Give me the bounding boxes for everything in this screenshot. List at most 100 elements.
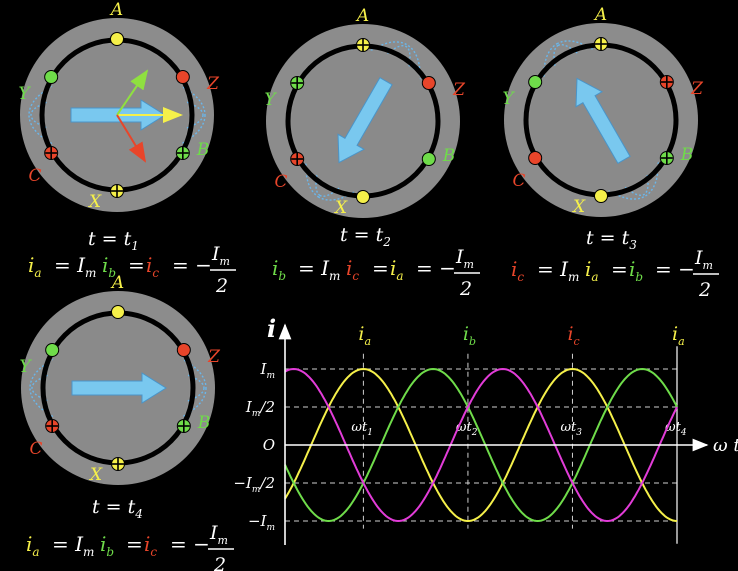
winding-label-c: C [512,171,525,191]
time-label-t1: t = t1 [88,228,139,253]
time-label-t2: t = t2 [340,224,391,249]
y-tick-label: Im [260,360,275,381]
winding-label-b: B [196,140,210,160]
conductor-a-out-icon [111,305,125,319]
winding-label-c: C [274,172,287,192]
eq-im: = Im [537,257,579,284]
flux-arrow-icon [575,77,631,165]
eq-first-term: ia [26,532,40,559]
series-line-2 [284,367,678,523]
winding-label-b: B [197,413,211,433]
y-tick-label: −Im/2 [233,474,275,495]
eq-im: = Im [54,253,96,280]
peak-label: ib [463,323,476,348]
conductor-z-out-icon [175,70,190,84]
svg-text:t = t2: t = t2 [340,224,391,249]
winding-label-a: A [109,0,123,20]
series-line-1 [284,367,678,523]
conductor-x-out-icon [356,190,370,204]
fraction-denominator: 2 [215,275,228,297]
winding-label-a: A [593,5,607,25]
eq-tail: = − [172,253,212,277]
conductor-z-out-icon [176,343,191,357]
instant-label: ωt4 [665,420,687,438]
eq-third-term: ia [390,256,404,283]
conductor-b-in-icon [659,151,674,165]
fraction-numerator: Im [209,522,228,547]
eq-im: = Im [52,532,94,559]
eq-first-term: ia [28,253,42,280]
time-label-t4: t = t4 [92,496,143,521]
peak-label: ia [358,323,371,348]
conductor-x-in-icon [110,184,124,198]
winding-label-b: B [680,145,694,165]
flux-arrow-icon [337,76,393,164]
svg-text:t = t4: t = t4 [92,496,143,521]
eq-first-term: ib [272,256,286,283]
phasor-ic [116,114,147,163]
y-tick-label: −Im [248,512,275,533]
y-tick-label: O [263,436,275,454]
winding-label-x: X [87,192,102,212]
instant-label: ωt3 [560,420,582,438]
fraction-numerator: Im [694,247,713,272]
conductor-c-in-icon [45,419,60,433]
fraction-numerator: Im [211,243,230,268]
winding-label-c: C [29,439,42,459]
svg-text:t = t1: t = t1 [88,228,139,253]
eq-second-term: ib [100,532,114,559]
conductor-c-in-icon [290,152,305,166]
winding-label-a: A [355,6,369,26]
conductor-z-out-icon [421,76,436,90]
eq-equals: = [372,256,389,280]
conductor-b-in-icon [176,419,191,433]
eq-first-term: ic [511,257,524,284]
conductor-z-in-icon [659,75,674,89]
eq-equals: = [126,532,143,556]
eq-second-term: ic [346,256,359,283]
conductor-x-out-icon [594,189,608,203]
conductor-b-out-icon [421,152,436,166]
peak-label: ia [672,323,685,348]
eq-im: = Im [298,256,340,283]
conductor-a-in-icon [594,37,608,51]
peak-label: ic [567,323,579,348]
fraction-denominator: 2 [213,554,226,571]
eq-equals: = [611,257,628,281]
conductor-a-in-icon [356,38,370,52]
winding-label-y: Y [18,84,31,104]
winding-label-z: Z [452,80,466,100]
instant-label: ωt1 [351,420,373,438]
eq-second-term: ib [102,253,116,280]
eq-equals: = [128,253,145,277]
stator-diagram-t2: A Z B X C Y [264,6,466,218]
conductor-a-out-icon [110,32,124,46]
winding-label-b: B [442,146,456,166]
conductor-y-out-icon [44,70,59,84]
x-axis-label: ω t [713,435,738,456]
fraction-denominator: 2 [459,278,472,300]
winding-label-z: Z [206,74,220,94]
conductor-x-in-icon [111,457,125,471]
eq-tail: = − [655,257,695,281]
eq-second-term: ia [585,257,599,284]
eq-third-term: ic [144,532,157,559]
conductor-y-in-icon [290,76,305,90]
phasor-arrows [116,69,183,163]
eq-tail: = − [416,256,456,280]
winding-label-x: X [571,197,586,217]
conductor-y-out-icon [528,75,543,89]
winding-label-x: X [333,198,348,218]
winding-label-z: Z [207,347,221,367]
winding-label-y: Y [264,90,277,110]
fraction-numerator: Im [455,246,474,271]
conductor-c-in-icon [44,146,59,160]
